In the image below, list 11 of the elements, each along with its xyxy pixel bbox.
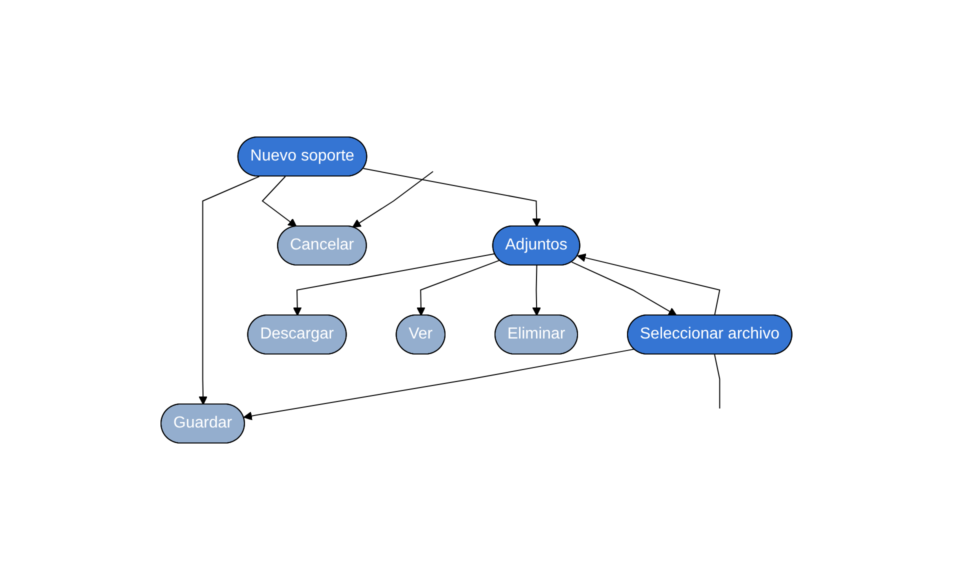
arrow xyxy=(243,348,635,420)
arrow xyxy=(293,253,496,316)
arrow xyxy=(362,168,542,227)
arrow xyxy=(416,260,500,316)
arrow xyxy=(571,262,678,316)
arrow xyxy=(532,265,542,316)
arrow xyxy=(262,176,297,227)
connector xyxy=(714,354,720,409)
arrow xyxy=(352,171,434,228)
arrow xyxy=(198,176,260,405)
arrow xyxy=(577,253,720,316)
